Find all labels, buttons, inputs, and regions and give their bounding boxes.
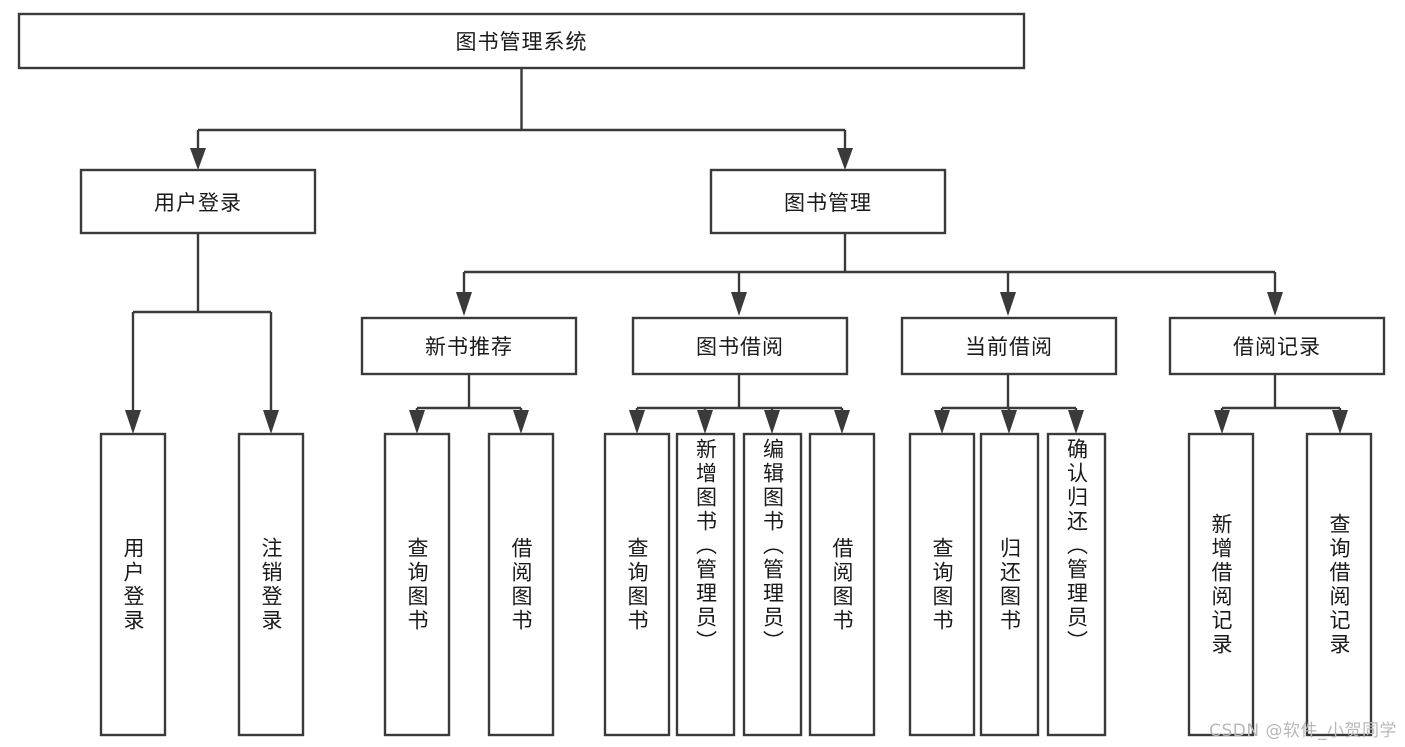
arrow-head-leaf-return-book xyxy=(1001,410,1017,434)
node-leaf-edit-book[interactable] xyxy=(742,432,803,737)
connector-group-current-borrow xyxy=(934,374,1084,434)
arrow-head-leaf-query-record xyxy=(1332,410,1348,434)
node-leaf-query-record[interactable] xyxy=(1305,432,1373,737)
arrow-head-leaf-confirm-return xyxy=(1068,410,1084,434)
connector-group-root xyxy=(190,68,853,170)
arrow-head-user-login xyxy=(190,148,206,170)
node-leaf-return-book[interactable] xyxy=(979,432,1040,737)
csdn-watermark: CSDN @软件_小贺同学 xyxy=(1209,721,1397,741)
connector-group-borrow-record xyxy=(1214,374,1348,434)
arrow-head-current-borrow xyxy=(1000,292,1016,316)
node-root[interactable] xyxy=(17,12,1026,70)
arrow-head-borrow-record xyxy=(1267,292,1283,316)
arrow-head-new-book-recommend xyxy=(456,292,472,316)
node-book-borrow[interactable] xyxy=(631,316,849,376)
node-leaf-query-book-2[interactable] xyxy=(603,432,671,737)
connector-group-book-borrow xyxy=(629,374,850,434)
node-leaf-add-book[interactable] xyxy=(675,432,736,737)
node-current-borrow[interactable] xyxy=(900,316,1118,376)
arrow-head-leaf-query-book-1 xyxy=(409,410,425,434)
node-leaf-query-book-3[interactable] xyxy=(908,432,976,737)
arrow-head-book-management xyxy=(837,148,853,170)
node-new-book-recommend[interactable] xyxy=(360,316,578,376)
arrow-head-leaf-borrow-book-2 xyxy=(834,410,850,434)
node-leaf-borrow-book-1[interactable] xyxy=(487,432,555,737)
node-leaf-query-book-1[interactable] xyxy=(383,432,451,737)
arrow-head-leaf-query-book-2 xyxy=(629,410,645,434)
arrow-head-leaf-user-login xyxy=(125,410,141,434)
arrow-head-leaf-edit-book xyxy=(764,410,780,434)
arrow-head-leaf-add-record xyxy=(1214,410,1230,434)
node-leaf-borrow-book-2[interactable] xyxy=(808,432,876,737)
node-leaf-confirm-return[interactable] xyxy=(1046,432,1107,737)
connector-group-new-book-recommend xyxy=(409,374,529,434)
node-borrow-record[interactable] xyxy=(1168,316,1386,376)
connector-group-book-management xyxy=(456,233,1283,316)
arrow-head-leaf-add-book xyxy=(697,410,713,434)
node-leaf-user-logout[interactable] xyxy=(237,432,305,737)
node-leaf-add-record[interactable] xyxy=(1187,432,1255,737)
arrow-head-leaf-user-logout xyxy=(263,410,279,434)
arrow-head-leaf-borrow-book-1 xyxy=(513,410,529,434)
connector-group-user-login xyxy=(125,233,279,434)
node-leaf-user-login[interactable] xyxy=(99,432,167,737)
arrow-head-leaf-query-book-3 xyxy=(934,410,950,434)
node-book-management[interactable] xyxy=(709,168,947,235)
node-user-login[interactable] xyxy=(79,168,317,235)
arrow-head-book-borrow xyxy=(731,292,747,316)
